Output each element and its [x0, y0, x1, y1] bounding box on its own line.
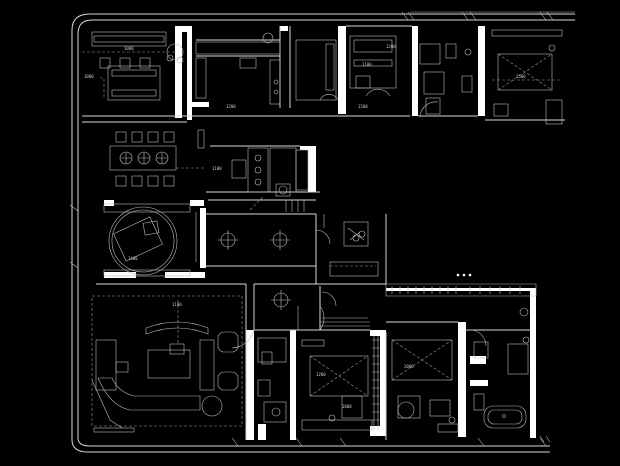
dim-1100-bedroom-1: 1100 [362, 62, 372, 67]
dim-1200-bedroom-1: 1200 [386, 44, 396, 49]
dim-1100-living: 1100 [172, 302, 182, 307]
dim-1100-dining: 1100 [212, 166, 222, 171]
bedroom-2-bottom: 1200 1800 [297, 305, 373, 431]
dim-1000-left-room: 1000 [84, 74, 94, 79]
bedroom-1-top: 1200 1100 1500 [349, 35, 397, 109]
outer-envelope [71, 11, 575, 453]
dim-1500-master-bed: 1500 [516, 74, 526, 79]
wall-blocks [104, 26, 536, 440]
utility-room [315, 214, 379, 277]
dining-area: 1100 [109, 129, 222, 187]
dim-1400-round-table: 1400 [128, 256, 138, 261]
kitchen-island [231, 147, 309, 212]
dim-1200-kitchen: 1200 [226, 104, 236, 109]
living-room: 1100 [91, 295, 243, 433]
bathroom-bottom [231, 329, 287, 423]
wardrobe-strip [385, 273, 537, 317]
stair-hatch [320, 291, 380, 430]
dim-1800-bedroom-2: 1800 [342, 404, 352, 409]
dim-1500-bedroom-1: 1500 [358, 104, 368, 109]
round-table-room: 1400 [103, 203, 197, 277]
kitchen-top: 1200 [195, 32, 339, 109]
dim-1200-bedroom-2: 1200 [316, 372, 326, 377]
master-bedroom-top: 1500 [491, 29, 563, 125]
dim-1000-top-left: 1000 [124, 46, 134, 51]
bathroom-top [419, 43, 473, 117]
bedroom-3-bottom: 2000 [385, 332, 459, 440]
dim-2000-bedroom-3: 2000 [404, 364, 414, 369]
window-marks [69, 11, 554, 447]
bathroom-tub [469, 329, 551, 443]
central-hall [218, 230, 320, 330]
top-left-room-furniture: 1000 1000 [82, 31, 184, 101]
